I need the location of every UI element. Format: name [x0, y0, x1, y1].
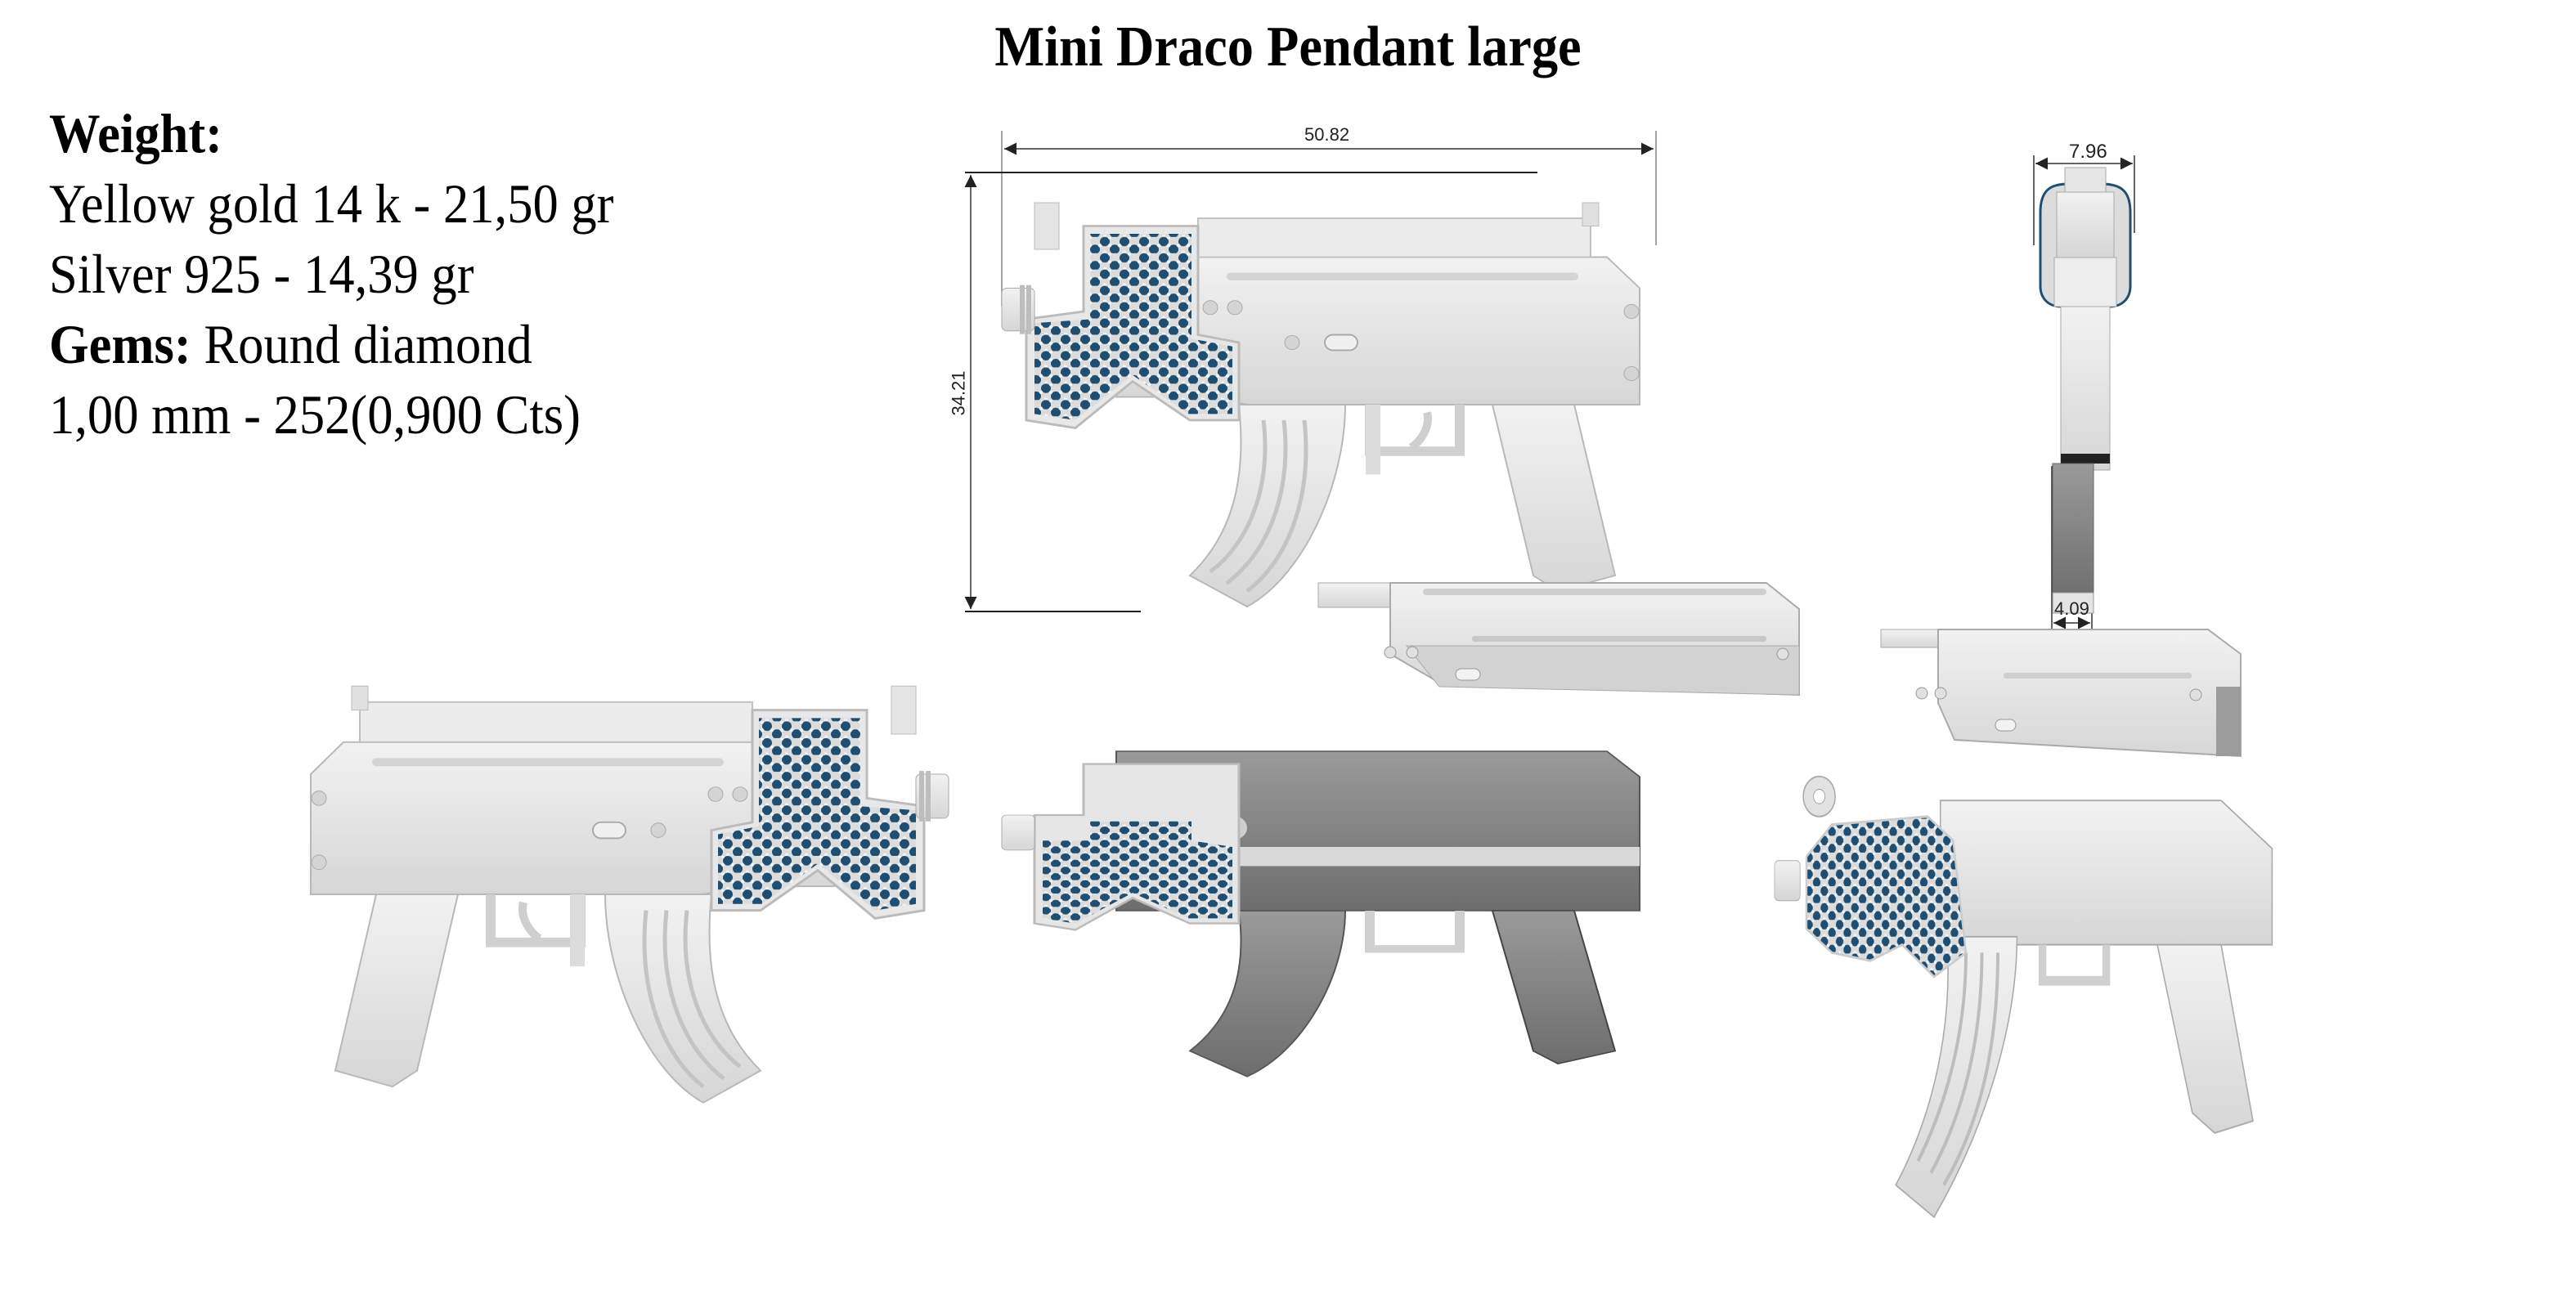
perspective-cutaway-view — [1774, 775, 2273, 1219]
dimension-width-grip-label: 4.09 — [2054, 598, 2089, 619]
specifications-block: Weight: Yellow gold 14 k - 21,50 gr Silv… — [49, 98, 614, 450]
gems-value: Round diamond — [191, 313, 532, 375]
receiver-cover-rear — [1880, 629, 2242, 758]
cross-section-view — [1001, 750, 1640, 1077]
dimension-length-label: 50.82 — [1304, 124, 1350, 145]
dimension-width-top-label: 7.96 — [2069, 141, 2107, 163]
weight-label: Weight: — [49, 102, 223, 164]
dimension-width-top — [2033, 155, 2135, 245]
dimension-height — [964, 172, 1537, 612]
dimension-height-label: 34.21 — [948, 370, 969, 416]
gems-line: Gems: Round diamond — [49, 309, 614, 379]
rear-view — [2039, 167, 2132, 614]
product-title: Mini Draco Pendant large — [994, 16, 1582, 78]
gem-detail: 1,00 mm - 252(0,900 Cts) — [49, 383, 581, 446]
side-view-dimensioned — [1002, 203, 1640, 607]
dimension-length — [1001, 131, 1657, 307]
gold-weight: Yellow gold 14 k - 21,50 gr — [49, 172, 614, 235]
receiver-cover-detached — [1317, 582, 1800, 697]
silver-weight: Silver 925 - 14,39 gr — [49, 243, 474, 305]
weight-heading: Weight: — [49, 98, 614, 168]
gems-label: Gems: — [49, 313, 191, 375]
side-view-mirrored — [311, 686, 949, 1103]
